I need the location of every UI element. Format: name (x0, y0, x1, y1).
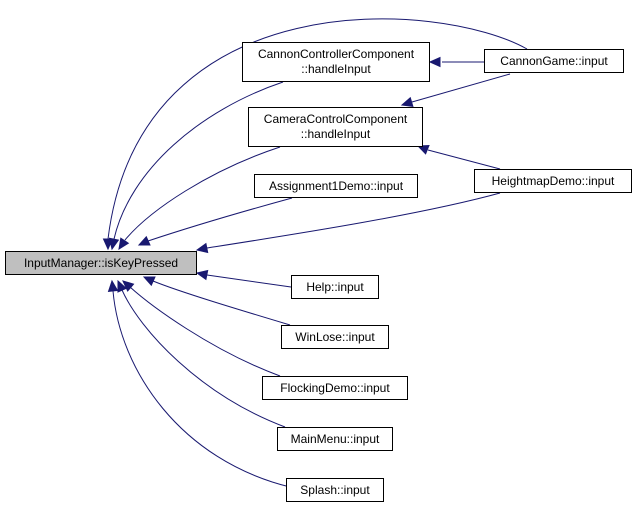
edge-splash-to-root (107, 279, 291, 488)
node-splash[interactable]: Splash::input (286, 478, 384, 502)
edge-cannon-game-to-cannon-controller (428, 56, 484, 68)
edge-heightmap-to-root (195, 192, 501, 254)
edge-help-to-root (195, 269, 292, 288)
arrowhead (117, 279, 128, 293)
arrowhead (400, 96, 414, 108)
node-flocking-label: FlockingDemo::input (280, 380, 390, 395)
node-cannon-game[interactable]: CannonGame::input (484, 49, 624, 73)
edge-assignment1-to-root (137, 197, 293, 246)
arrowhead (195, 242, 209, 254)
node-camera-control[interactable]: CameraControlComponent ::handleInput (248, 107, 423, 147)
node-heightmap[interactable]: HeightmapDemo::input (474, 169, 632, 193)
node-camera-control-line1: CameraControlComponent (263, 112, 408, 126)
node-assignment1[interactable]: Assignment1Demo::input (254, 174, 418, 198)
node-cannon-controller-line2: ::handleInput (301, 62, 371, 76)
node-cannon-game-label: CannonGame::input (500, 53, 608, 68)
edge-winlose-to-root (142, 276, 291, 326)
node-help[interactable]: Help::input (291, 275, 379, 299)
node-winlose-label: WinLose::input (295, 329, 375, 344)
node-mainmenu[interactable]: MainMenu::input (277, 427, 393, 451)
arrowhead (142, 276, 156, 287)
edge-cannon-controller-to-root (108, 81, 284, 251)
edge-heightmap-to-camera-control (416, 145, 501, 170)
node-winlose[interactable]: WinLose::input (281, 325, 389, 349)
arrowhead (137, 235, 151, 246)
node-cannon-controller[interactable]: CannonControllerComponent ::handleInput (242, 42, 430, 82)
node-help-label: Help::input (306, 279, 364, 294)
node-cannon-controller-line1: CannonControllerComponent (257, 47, 415, 61)
edge-camera-control-to-root (118, 146, 281, 251)
node-splash-label: Splash::input (300, 482, 370, 497)
arrowhead (416, 145, 430, 155)
node-flocking[interactable]: FlockingDemo::input (262, 376, 408, 400)
node-root: InputManager::isKeyPressed (5, 251, 197, 275)
node-root-label: InputManager::isKeyPressed (23, 255, 179, 270)
arrowhead (195, 269, 209, 281)
node-camera-control-line2: ::handleInput (300, 127, 371, 141)
arrowhead (107, 279, 119, 292)
arrowhead (118, 237, 130, 251)
node-assignment1-label: Assignment1Demo::input (268, 178, 404, 193)
arrowhead (122, 280, 135, 292)
edge-flocking-to-root (122, 280, 281, 377)
node-heightmap-label: HeightmapDemo::input (491, 173, 615, 188)
edge-mainmenu-to-root (117, 279, 286, 428)
edge-cannon-game-to-camera-control (400, 73, 511, 108)
node-mainmenu-label: MainMenu::input (290, 431, 380, 446)
arrowhead (428, 56, 441, 68)
arrowhead (108, 237, 120, 251)
